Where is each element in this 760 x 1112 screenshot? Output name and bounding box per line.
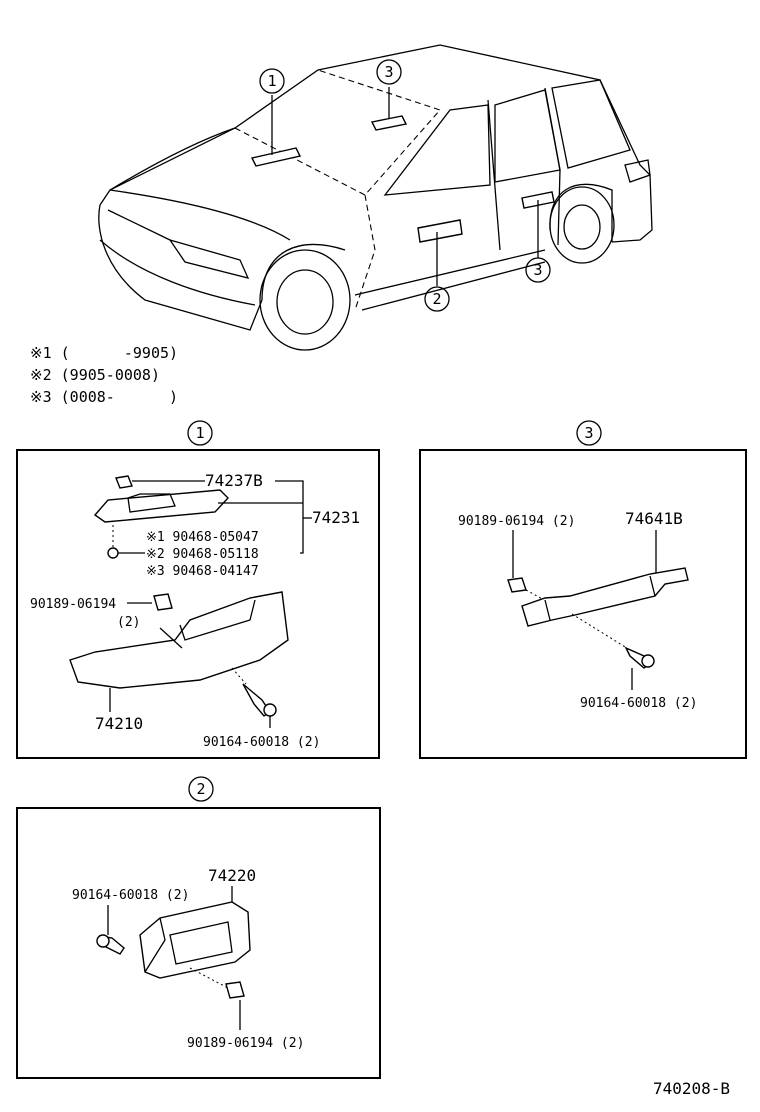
- svg-text:2: 2: [432, 290, 441, 308]
- panel-2-title: 2: [196, 780, 205, 798]
- callout-3-car-roof: 3: [376, 59, 402, 85]
- callout-3-car-rear: 3: [525, 257, 551, 283]
- svg-text:3: 3: [533, 261, 542, 279]
- part-74210: 74210: [95, 714, 143, 733]
- panel-1: 1 74237B 74231 ※1 90468-05047 ※2 90468-0…: [16, 420, 380, 759]
- part-74641B: 74641B: [625, 509, 683, 528]
- panel-3-title: 3: [584, 424, 593, 442]
- part-screw-90164: 90164-60018 (2): [203, 735, 320, 750]
- svg-text:3: 3: [384, 63, 393, 81]
- note-part-3: ※3 90468-04147: [146, 564, 259, 579]
- part-clip-qty: (2): [117, 615, 140, 630]
- part-screw-90164: 90164-60018 (2): [580, 696, 697, 711]
- part-74237B: 74237B: [205, 471, 263, 490]
- part-74231: 74231: [312, 508, 360, 527]
- part-clip-90189: 90189-06194: [30, 597, 116, 612]
- note-2: ※2 (9905-0008): [30, 366, 160, 384]
- note-3: ※3 (0008- ): [30, 388, 178, 406]
- note-part-1: ※1 90468-05047: [146, 530, 259, 545]
- car-illustration: [98, 44, 653, 351]
- note-1: ※1 ( -9905): [30, 344, 178, 362]
- figure-code: 740208-B: [653, 1079, 730, 1098]
- note-part-2: ※2 90468-05118: [146, 547, 259, 562]
- part-74220: 74220: [208, 866, 256, 885]
- panel-3: 3 90189-06194 (2) 74641B 90164-60018 (2): [419, 420, 747, 759]
- callout-2-car: 2: [424, 286, 450, 312]
- panel-2: 2 74220 90164-60018 (2) 90189-06194 (2): [16, 776, 381, 1079]
- part-screw-90164: 90164-60018 (2): [72, 888, 189, 903]
- panel-1-title: 1: [195, 424, 204, 442]
- svg-text:1: 1: [267, 72, 276, 90]
- part-clip-90189: 90189-06194 (2): [187, 1036, 304, 1051]
- callout-1-car: 1: [259, 68, 285, 94]
- part-clip-90189: 90189-06194 (2): [458, 514, 575, 529]
